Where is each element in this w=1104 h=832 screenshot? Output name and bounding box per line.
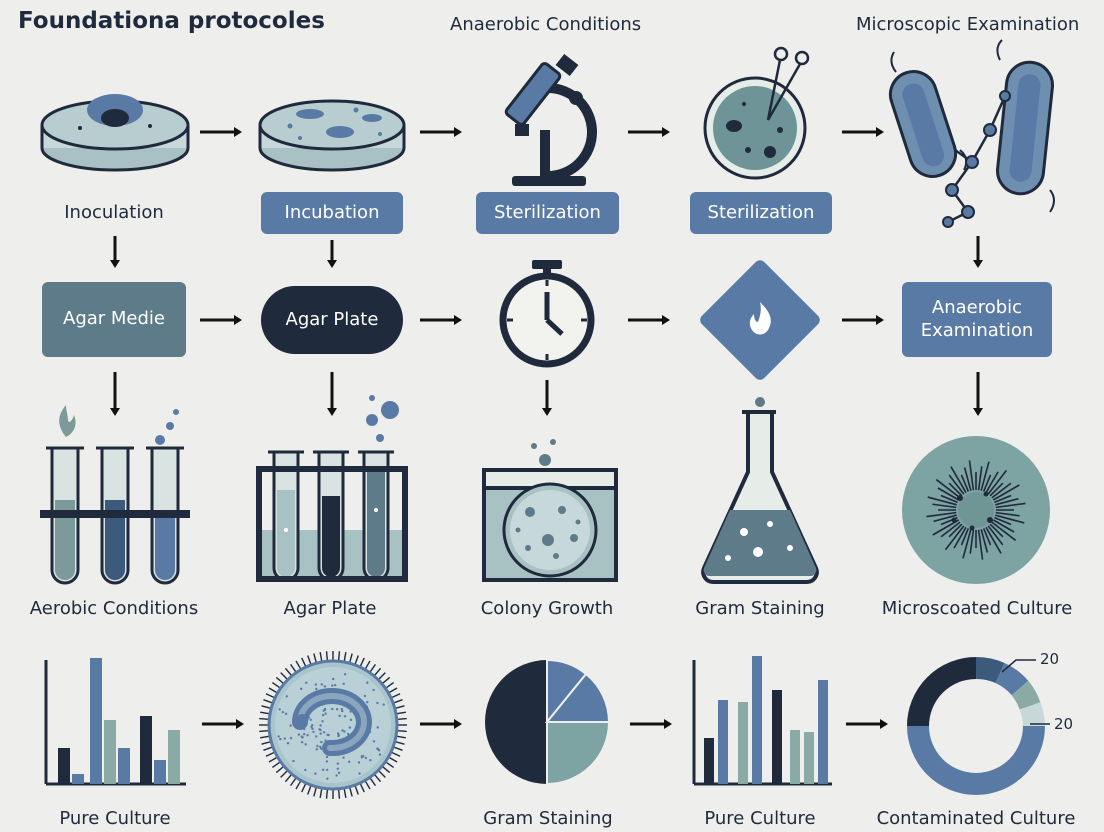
- row1-down-arrows: [110, 236, 983, 268]
- sterilization-box-b: [690, 192, 832, 234]
- flask-icon: [701, 397, 819, 584]
- flame-diamond-icon: [700, 260, 820, 380]
- test-tubes-rack-icon: [40, 405, 190, 585]
- agar-plate-box: [261, 286, 403, 354]
- incubator-colony-icon: [482, 439, 618, 582]
- label-contaminated-culture: Contaminated Culture: [876, 808, 1076, 829]
- donut-label-top: 20: [1040, 650, 1060, 668]
- inoculation-dish-icon: [703, 46, 810, 180]
- donut-chart-icon: [907, 657, 1050, 795]
- header-microscopic-examination: Microscopic Examination: [856, 14, 1080, 35]
- anaerobic-examination-box: [902, 282, 1052, 357]
- bar-chart-icon-b: [692, 656, 832, 786]
- sterilization-box-a: [476, 192, 619, 234]
- label-agar-plate-row2: Agar Plate: [285, 308, 379, 330]
- bacterium-cell-icon: [259, 651, 407, 799]
- label-anaerobic-examination: Anaerobic Examination: [920, 297, 1034, 341]
- label-incubation: Incubation: [284, 201, 380, 223]
- microscope-icon: [504, 53, 597, 186]
- label-agar-plate-row3: Agar Plate: [283, 598, 377, 619]
- microscopy-culture-icon: [902, 436, 1050, 584]
- label-sterilization-b: Sterilization: [707, 201, 815, 223]
- donut-label-bottom: 20: [1054, 715, 1074, 733]
- petri-dish-icon: [40, 94, 190, 172]
- label-agar-medie: Agar Medie: [63, 308, 165, 330]
- agar-medie-box: [42, 282, 186, 357]
- label-inoculation: Inoculation: [64, 202, 164, 223]
- label-aerobic-conditions: Aerobic Conditions: [29, 598, 199, 619]
- label-pure-culture-a: Pure Culture: [59, 808, 171, 829]
- incubation-box: [261, 192, 403, 234]
- pie-chart-icon: [485, 658, 611, 786]
- label-gram-staining-row4: Gram Staining: [483, 808, 613, 829]
- bacteria-icon: [888, 39, 1055, 228]
- page-title: Foundationa protocoles: [18, 8, 325, 34]
- label-gram-staining-row3: Gram Staining: [695, 598, 825, 619]
- label-microscoated-culture: Microscoated Culture: [881, 598, 1073, 619]
- bar-chart-icon-a: [44, 658, 186, 786]
- label-colony-growth: Colony Growth: [480, 598, 614, 619]
- stopwatch-icon: [499, 260, 595, 368]
- petri-dish-colonies-icon: [258, 99, 406, 172]
- label-sterilization-a: Sterilization: [494, 201, 601, 223]
- header-anaerobic-conditions: Anaerobic Conditions: [450, 14, 642, 35]
- test-tubes-bath-icon: [256, 395, 408, 582]
- row2-down-arrows: [110, 372, 983, 416]
- label-pure-culture-b: Pure Culture: [704, 808, 816, 829]
